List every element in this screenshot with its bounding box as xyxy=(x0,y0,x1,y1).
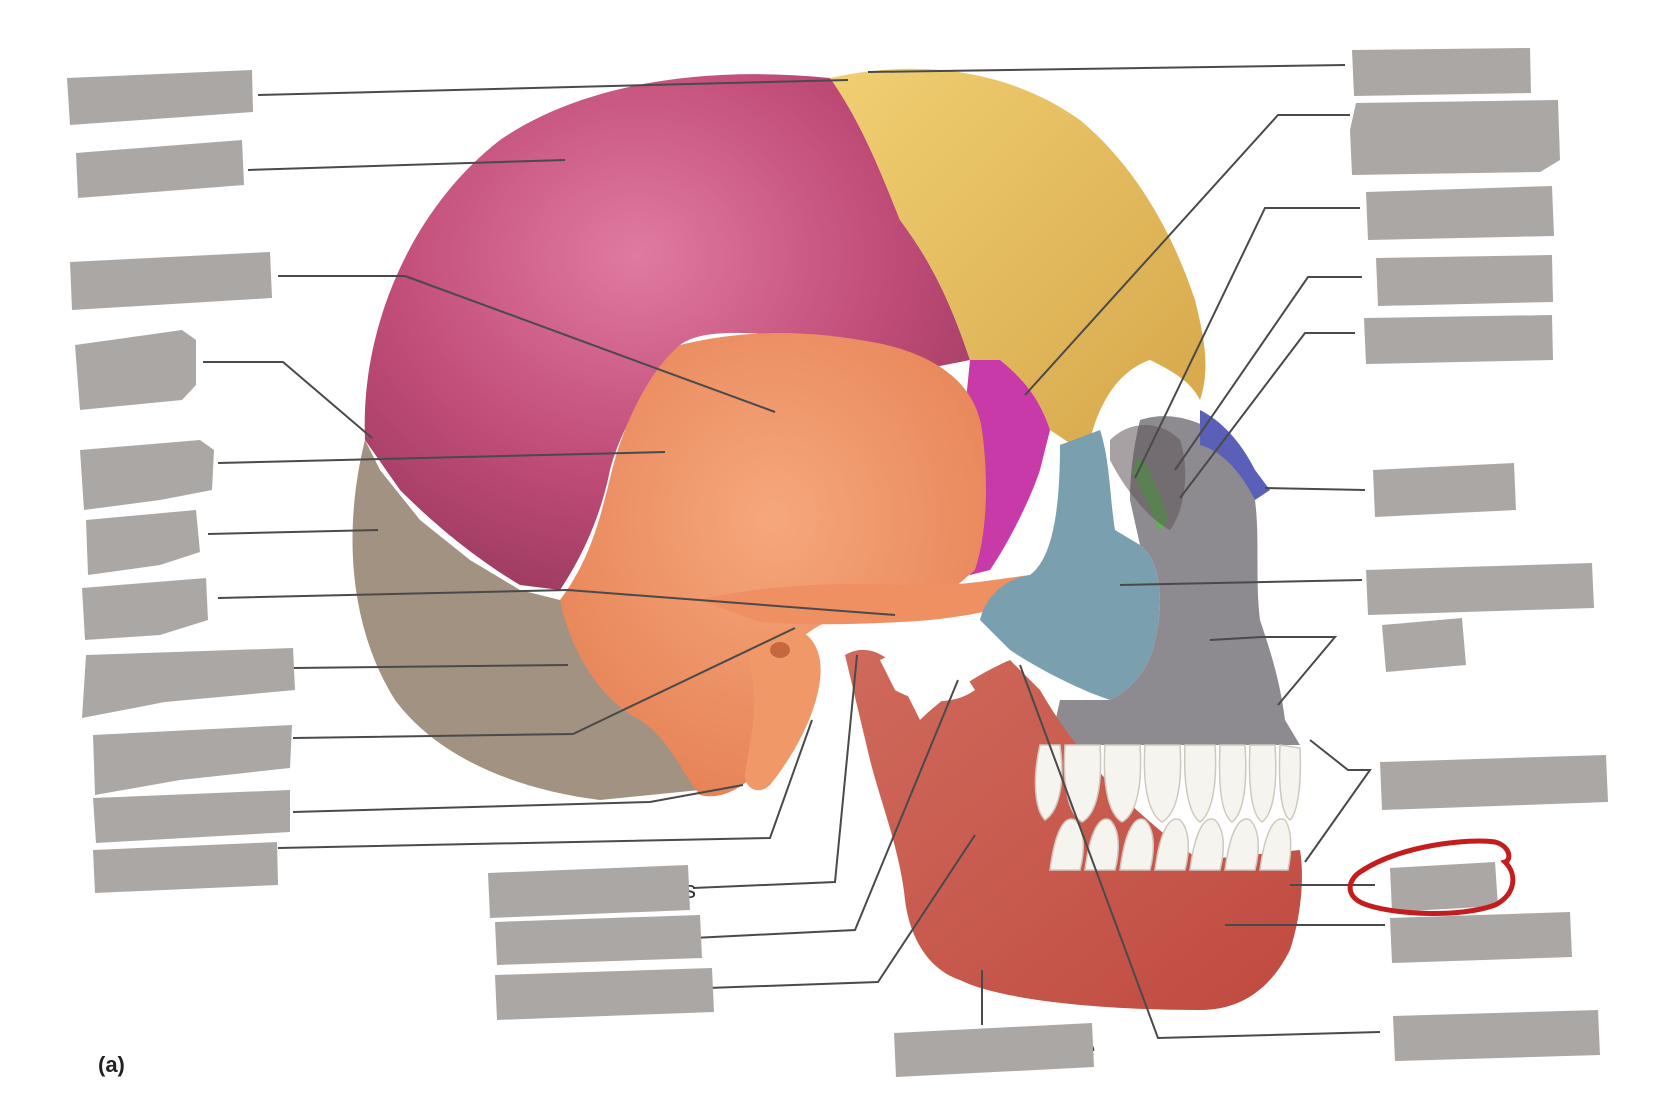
temporal-bone-region xyxy=(560,333,986,797)
label-box-parietal-bone[interactable] xyxy=(76,140,244,198)
label-box-occipital-suture[interactable] xyxy=(80,440,214,510)
upper-teeth xyxy=(1034,744,1302,823)
leader-line xyxy=(277,719,813,849)
leader-line xyxy=(1209,636,1338,706)
leader-line xyxy=(217,588,896,616)
maxilla-region xyxy=(1050,416,1300,745)
label-box-mandibular-angle[interactable] xyxy=(894,1023,1094,1077)
leader-line xyxy=(692,679,959,939)
leader-line xyxy=(1179,332,1355,499)
figure-label: (a) xyxy=(98,1052,125,1077)
leader-line xyxy=(404,275,776,413)
label-box-lacrimal-bone[interactable] xyxy=(1376,255,1553,306)
leader-line xyxy=(257,79,849,96)
leader-line xyxy=(207,529,379,535)
label-box-styloid-process[interactable] xyxy=(93,842,278,893)
leader-line xyxy=(1304,739,1372,863)
leader-line xyxy=(1264,487,1366,491)
label-box-mandible[interactable] xyxy=(1390,912,1572,963)
lower-teeth xyxy=(1049,818,1292,871)
leader-line xyxy=(1174,276,1362,471)
leader-line xyxy=(1019,664,1381,1040)
label-box-squamous-suture[interactable] xyxy=(70,252,272,310)
leader-line xyxy=(217,451,666,464)
leader-line xyxy=(1024,114,1350,396)
label-box-mastoid-process[interactable] xyxy=(93,790,290,843)
leader-line xyxy=(247,159,566,171)
leader-line xyxy=(692,654,858,889)
label-box-maxilla[interactable] xyxy=(1382,618,1466,672)
label-box-mandibular-body[interactable] xyxy=(1393,1010,1600,1061)
leader-line xyxy=(1119,579,1363,586)
label-box-occipital-bone[interactable] xyxy=(86,510,200,575)
ear-canal xyxy=(770,642,790,658)
label-box-frontal-bone[interactable] xyxy=(1352,48,1531,96)
label-box-zygomatic-process[interactable] xyxy=(82,578,208,640)
leader-line xyxy=(1134,207,1360,479)
leader-lines xyxy=(203,64,1385,1040)
label-box-mandibular-condyle[interactable] xyxy=(495,915,702,965)
label-box-coronal-suture[interactable] xyxy=(67,70,253,125)
label-box-coronoid-process[interactable] xyxy=(488,865,690,918)
label-box-mandibular-notch[interactable] xyxy=(495,968,714,1020)
leader-line xyxy=(707,834,976,989)
leader-line xyxy=(867,64,1346,73)
label-box-zygomatic-bone[interactable] xyxy=(1366,563,1594,615)
label-box-ethmoid-bone[interactable] xyxy=(1366,186,1554,240)
label-box-lambdoid-suture[interactable] xyxy=(75,330,196,410)
leader-line xyxy=(203,361,373,439)
label-boxes xyxy=(67,48,1608,1077)
zygomatic-arch-region xyxy=(700,575,1030,625)
label-box-temporal-bone[interactable] xyxy=(82,648,295,718)
parietal-bone-region xyxy=(364,74,970,590)
ear-region xyxy=(745,627,821,791)
leader-line xyxy=(292,784,744,813)
leader-line xyxy=(292,627,796,739)
mandibular-notch-gap xyxy=(880,650,975,702)
leader-line xyxy=(292,664,569,669)
orbit-hollow xyxy=(1110,425,1186,530)
label-box-alveolar-processes[interactable] xyxy=(1380,755,1608,810)
label-box-lacrimal-fossa[interactable] xyxy=(1364,315,1553,364)
label-box-external-acoustic-meatus[interactable] xyxy=(93,725,292,795)
nasal-bone-region xyxy=(1200,410,1270,500)
label-box-sphenoid-bone[interactable] xyxy=(1350,100,1560,175)
label-box-mental-foramen[interactable] xyxy=(1390,862,1498,912)
zygomatic-bone-region xyxy=(980,430,1160,700)
label-box-nasal-bone[interactable] xyxy=(1373,463,1516,517)
frontal-bone-region xyxy=(830,68,1206,450)
highlight-circle xyxy=(1347,838,1516,916)
